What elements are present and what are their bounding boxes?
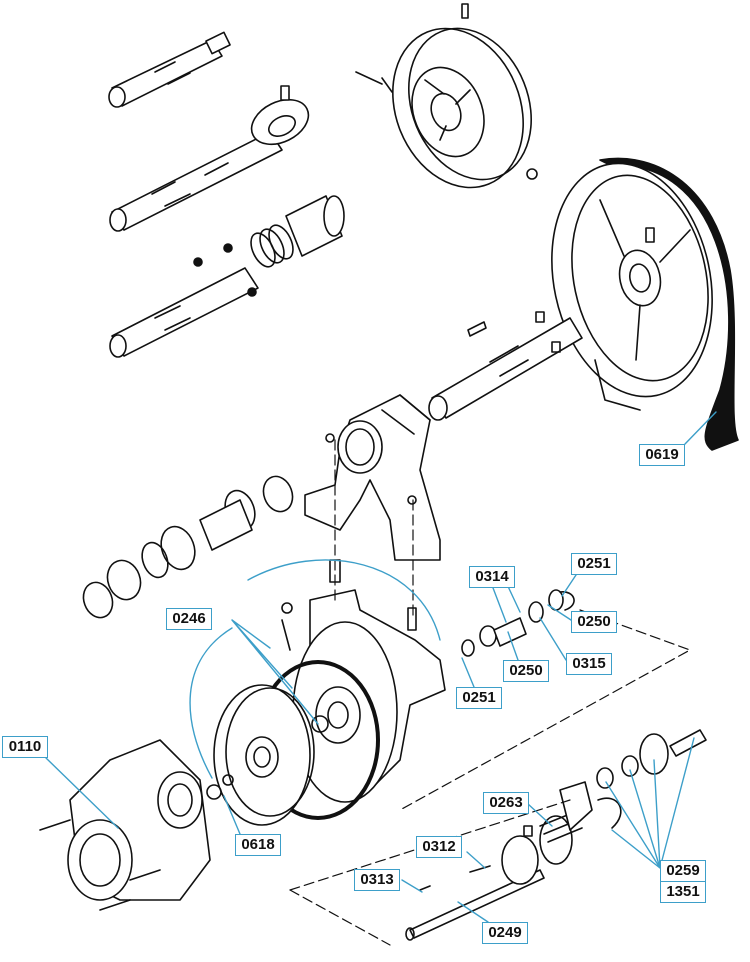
shaft-variant-1 xyxy=(108,31,231,108)
label-0315: 0315 xyxy=(566,653,612,675)
label-0250-lower: 0250 xyxy=(503,660,549,682)
impeller xyxy=(206,684,329,826)
lower-shaft-assembly xyxy=(405,729,707,941)
shaft-variant-3 xyxy=(109,195,345,358)
small-pulley xyxy=(355,3,538,189)
label-0110: 0110 xyxy=(2,736,48,758)
shaft-variant-2 xyxy=(109,85,310,232)
mechanical-seal-parts xyxy=(461,589,575,657)
label-0249: 0249 xyxy=(482,922,528,944)
bearing-stack xyxy=(82,475,294,619)
bearing-pedestal xyxy=(304,394,441,561)
label-0251-lower: 0251 xyxy=(456,687,502,709)
label-0619: 0619 xyxy=(639,444,685,466)
leader-lines xyxy=(45,411,717,923)
label-0314: 0314 xyxy=(469,566,515,588)
drive-shaft xyxy=(428,311,583,421)
label-0313: 0313 xyxy=(354,869,400,891)
label-0246: 0246 xyxy=(166,608,212,630)
label-1351: 1351 xyxy=(660,881,706,903)
pump-front-cover xyxy=(39,739,211,911)
label-0618: 0618 xyxy=(235,834,281,856)
label-0312: 0312 xyxy=(416,836,462,858)
label-0259: 0259 xyxy=(660,860,706,882)
label-0263: 0263 xyxy=(483,792,529,814)
large-pulley xyxy=(551,157,739,451)
label-0250-right: 0250 xyxy=(571,611,617,633)
pump-casing xyxy=(281,559,446,803)
label-0251-top: 0251 xyxy=(571,553,617,575)
